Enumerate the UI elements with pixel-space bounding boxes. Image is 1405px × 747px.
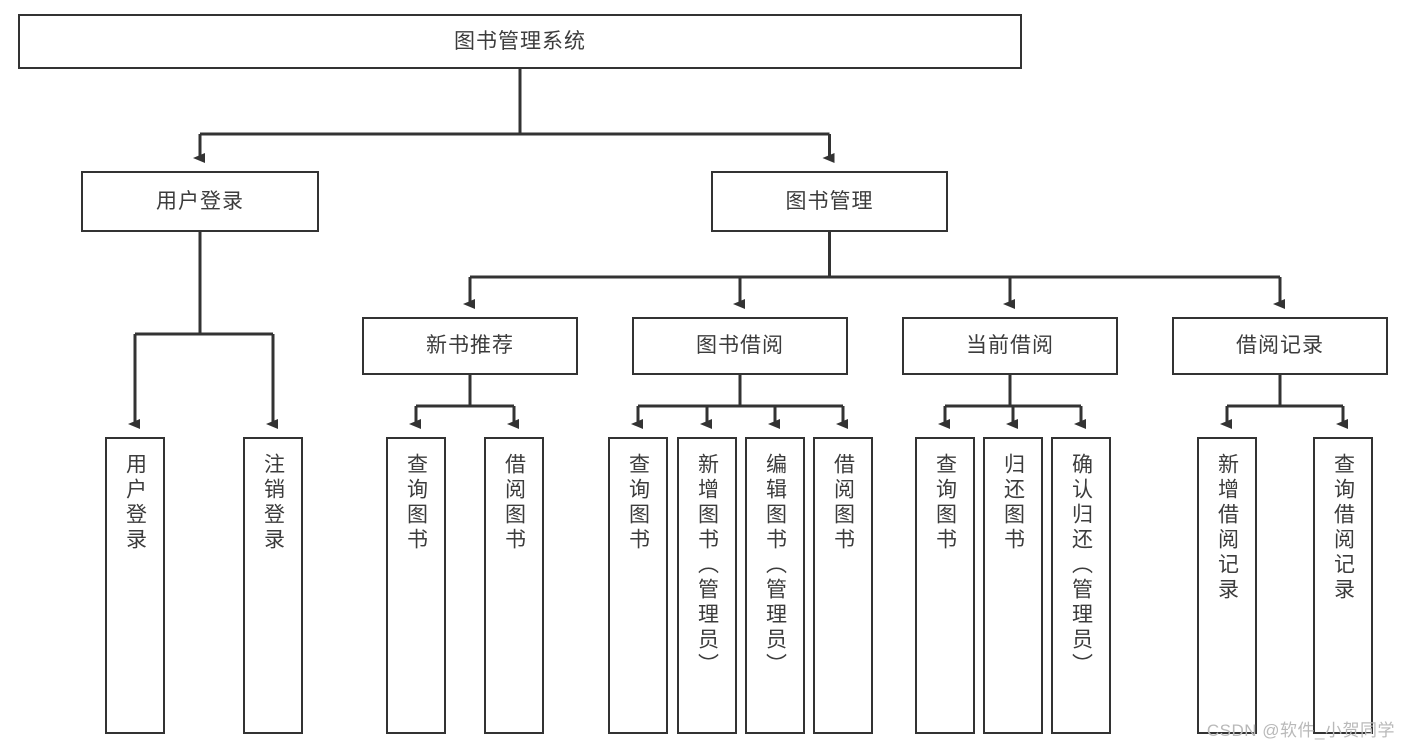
node-book-manage[interactable]: 图书管理 [711,171,948,232]
node-label: 当前借阅 [966,334,1054,358]
node-label: 新书推荐 [426,334,514,358]
node-label: 编辑图书（管理员） [763,453,787,678]
node-root-system[interactable]: 图书管理系统 [18,14,1022,69]
node-leaf-query-book-3[interactable]: 查询图书 [915,437,975,734]
node-leaf-borrow-book-1[interactable]: 借阅图书 [484,437,544,734]
node-leaf-user-logout[interactable]: 注销登录 [243,437,303,734]
node-leaf-add-book[interactable]: 新增图书（管理员） [677,437,737,734]
node-borrow-record[interactable]: 借阅记录 [1172,317,1388,375]
node-label: 新增图书（管理员） [695,453,719,678]
node-new-book-rec[interactable]: 新书推荐 [362,317,578,375]
node-label: 用户登录 [156,189,244,213]
node-leaf-user-login[interactable]: 用户登录 [105,437,165,734]
node-book-borrow[interactable]: 图书借阅 [632,317,848,375]
node-label: 借阅图书 [831,453,855,553]
node-leaf-confirm-return[interactable]: 确认归还（管理员） [1051,437,1111,734]
node-label: 确认归还（管理员） [1069,453,1093,678]
node-leaf-query-book-1[interactable]: 查询图书 [386,437,446,734]
node-label: 借阅图书 [502,453,526,553]
node-leaf-query-record[interactable]: 查询借阅记录 [1313,437,1373,734]
node-label: 用户登录 [123,453,147,553]
node-label: 查询借阅记录 [1331,453,1355,603]
node-label: 图书管理 [785,189,874,213]
node-leaf-borrow-book-2[interactable]: 借阅图书 [813,437,873,734]
node-label: 查询图书 [933,453,957,553]
node-label: 注销登录 [261,453,285,553]
node-label: 图书管理系统 [454,29,586,53]
node-leaf-return-book[interactable]: 归还图书 [983,437,1043,734]
node-label: 查询图书 [404,453,428,553]
node-label: 借阅记录 [1236,334,1324,358]
node-leaf-add-record[interactable]: 新增借阅记录 [1197,437,1257,734]
node-current-borrow[interactable]: 当前借阅 [902,317,1118,375]
node-label: 归还图书 [1001,453,1025,553]
node-leaf-edit-book[interactable]: 编辑图书（管理员） [745,437,805,734]
node-label: 图书借阅 [696,334,784,358]
node-label: 查询图书 [626,453,650,553]
node-label: 新增借阅记录 [1215,453,1239,603]
node-user-login[interactable]: 用户登录 [81,171,319,232]
node-leaf-query-book-2[interactable]: 查询图书 [608,437,668,734]
